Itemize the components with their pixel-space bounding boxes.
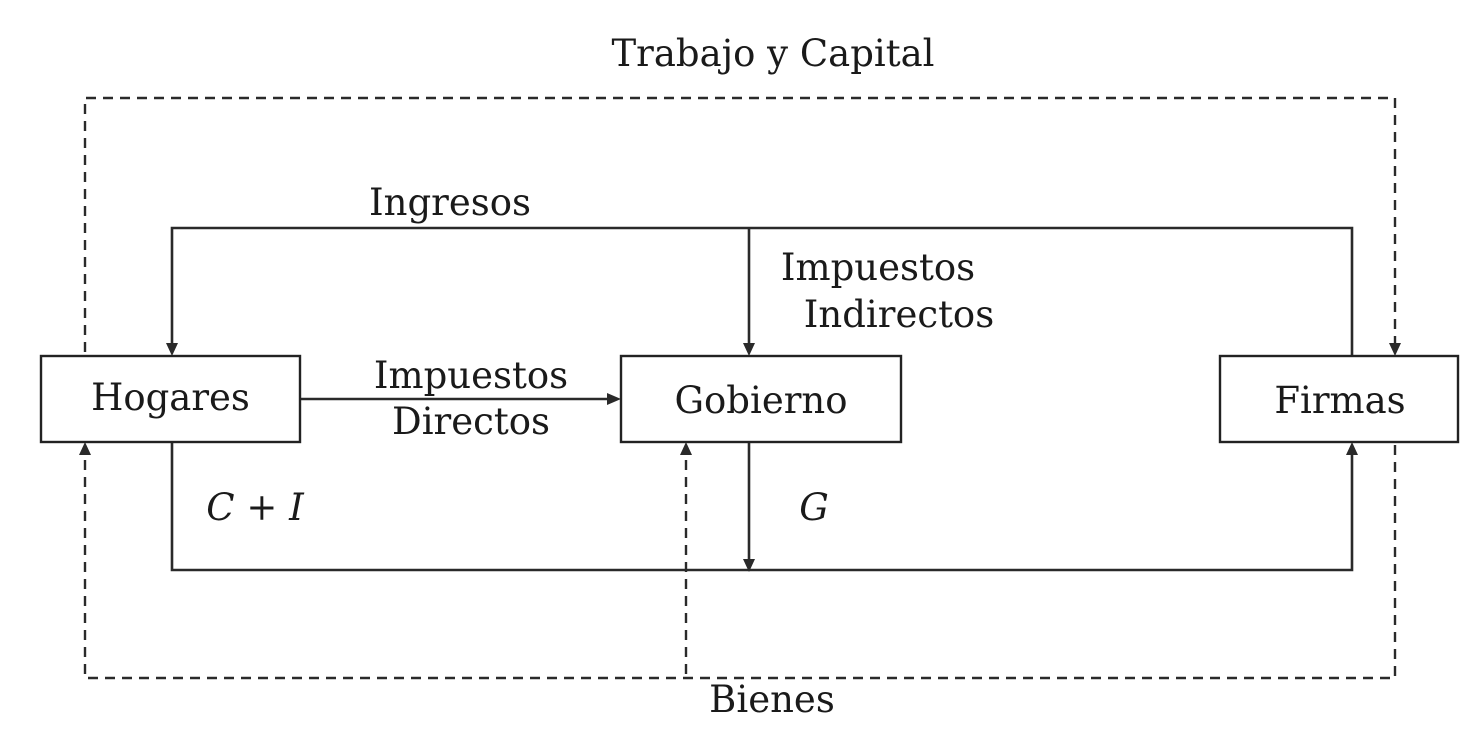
impuestos-directos-label-line2: Directos: [392, 400, 550, 443]
solid-flows: [170, 226, 1354, 572]
arrow-into-gobierno-left: [607, 393, 621, 405]
consumo-path: [170, 442, 1354, 572]
impuestos-indirectos-label-line1: Impuestos: [781, 246, 975, 289]
arrow-into-firmas-bottom: [1346, 442, 1358, 455]
arrow-into-firmas-top-dashed: [1389, 343, 1401, 356]
gobierno-box: [619, 354, 903, 444]
ingresos-label: Ingresos: [369, 181, 531, 224]
bienes-label: Bienes: [709, 678, 835, 721]
arrow-gasto-down: [743, 559, 755, 572]
node-firmas: Firmas: [1218, 354, 1460, 444]
consumo-inversion-label: C + I: [206, 486, 305, 529]
node-hogares: Hogares: [39, 354, 302, 444]
dashed-top-path: [83, 96, 1397, 352]
impuestos-directos-label-line1: Impuestos: [374, 354, 568, 397]
dashed-bottom-path: [83, 442, 1397, 680]
arrow-into-gobierno-top: [743, 343, 755, 356]
gobierno-label: Gobierno: [674, 379, 847, 422]
ingresos-path: [170, 226, 1354, 355]
arrowheads: [79, 343, 1401, 572]
firmas-label: Firmas: [1274, 379, 1405, 422]
arrow-into-hogares-bottom-dashed: [79, 442, 91, 455]
impuestos-indirectos-label-line2: Indirectos: [804, 293, 994, 336]
arrow-into-hogares-top: [166, 343, 178, 356]
firmas-box: [1218, 354, 1460, 444]
arrow-into-gobierno-bottom-dashed: [680, 442, 692, 455]
trabajo-capital-label: Trabajo y Capital: [612, 32, 935, 75]
hogares-box: [39, 354, 302, 444]
gasto-label: G: [799, 486, 829, 529]
node-gobierno: Gobierno: [619, 354, 903, 444]
hogares-label: Hogares: [91, 376, 250, 419]
